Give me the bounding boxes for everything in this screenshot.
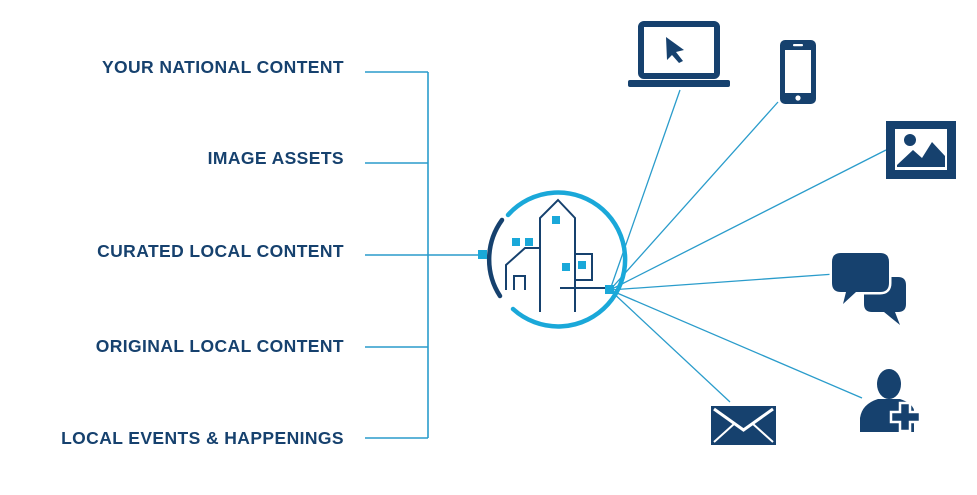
laptop-icon <box>628 21 730 87</box>
window <box>562 263 570 271</box>
connector-image <box>609 149 887 291</box>
local-community-hub-icon <box>478 190 628 329</box>
smartphone-icon <box>780 40 816 104</box>
hub-ring-arc-right <box>505 190 628 329</box>
source-bracket <box>365 71 482 439</box>
hub-input-node <box>478 250 487 259</box>
connector-laptop <box>609 89 681 291</box>
connector-add-user <box>609 289 863 399</box>
window <box>578 261 586 269</box>
image-icon <box>886 121 956 179</box>
hub-output-node <box>605 285 614 294</box>
cursor-arrow-icon <box>666 37 684 63</box>
window <box>525 238 533 246</box>
output-connectors <box>609 89 887 403</box>
building-right <box>575 253 593 281</box>
building-left <box>505 247 540 290</box>
window <box>512 238 520 246</box>
connector-smartphone <box>609 101 779 291</box>
chat-bubbles-icon <box>829 250 906 325</box>
building-tall <box>539 198 576 312</box>
source-label-national-content: YOUR NATIONAL CONTENT <box>101 57 344 77</box>
source-label-curated-local-content: CURATED LOCAL CONTENT <box>97 241 344 261</box>
plus-icon <box>889 401 922 433</box>
add-user-icon <box>860 369 922 433</box>
source-label-image-assets: IMAGE ASSETS <box>207 148 344 168</box>
source-label-local-events: LOCAL EVENTS & HAPPENINGS <box>61 428 344 448</box>
hub-ring-arc-left <box>486 217 505 299</box>
window <box>552 216 560 224</box>
source-label-original-local-content: ORIGINAL LOCAL CONTENT <box>95 336 344 356</box>
email-icon <box>711 406 776 445</box>
connector-email <box>609 289 731 403</box>
building-door <box>513 275 526 290</box>
connector-chat <box>609 273 836 291</box>
